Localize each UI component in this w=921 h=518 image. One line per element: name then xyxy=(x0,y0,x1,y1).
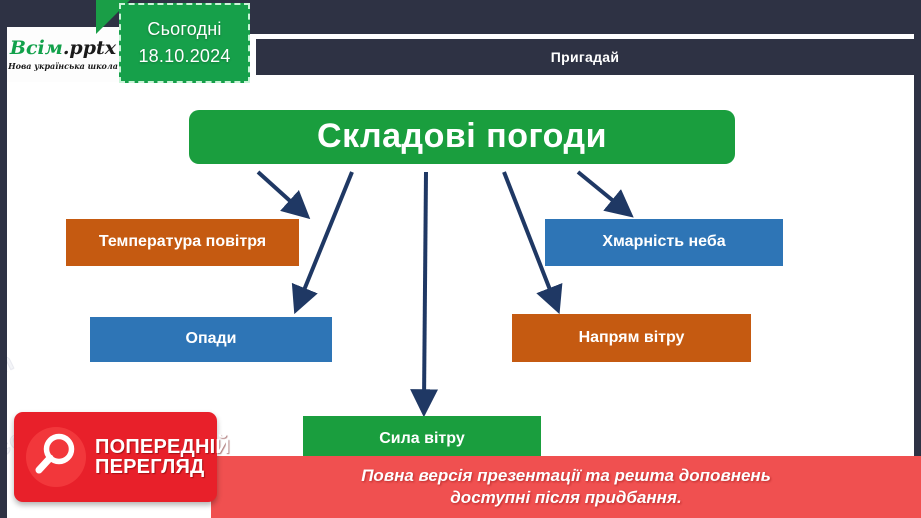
brand-logo-suffix: .pptx xyxy=(62,36,117,59)
diagram-node-temperature: Температура повітря xyxy=(66,219,299,266)
date-badge: Сьогодні 18.10.2024 xyxy=(119,3,250,83)
preview-badge-text: ПОПЕРЕДНІЙ ПЕРЕГЛЯД xyxy=(95,435,230,478)
diagram-node-wind-direction: Напрям вітру xyxy=(512,314,751,362)
preview-badge: ПОПЕРЕДНІЙ ПЕРЕГЛЯД xyxy=(14,412,230,502)
preview-badge-line-1: ПОПЕРЕДНІЙ xyxy=(95,435,230,458)
date-badge-label: Сьогодні xyxy=(147,19,222,39)
brand-logo-subtitle: Нова українська школа xyxy=(8,60,118,71)
node-label-cloudiness: Хмарність неба xyxy=(602,233,726,251)
brand-logo: Всім.pptx Нова українська школа xyxy=(7,27,119,82)
date-badge-value: 18.10.2024 xyxy=(138,46,231,66)
section-header-bar: Пригадай xyxy=(256,39,914,75)
section-header-title: Пригадай xyxy=(550,49,620,65)
magnifier-icon xyxy=(26,427,86,487)
diagram-title-label: Складові погоди xyxy=(317,117,607,156)
purchase-notice-line-1: Повна версія презентації та решта доповн… xyxy=(361,465,771,485)
purchase-notice-line-2: доступні після придбання. xyxy=(450,488,682,507)
preview-badge-line-2: ПЕРЕГЛЯД xyxy=(95,456,205,478)
diagram-node-precipitation: Опади xyxy=(90,317,332,362)
diagram-node-cloudiness: Хмарність неба xyxy=(545,219,783,266)
brand-logo-wordmark: Всім.pptx xyxy=(9,36,117,59)
brand-logo-prefix: Всім xyxy=(9,36,63,59)
node-label-wind-direction: Напрям вітру xyxy=(578,328,685,346)
node-label-wind-force: Сила вітру xyxy=(379,430,465,448)
node-label-temperature: Температура повітря xyxy=(98,233,267,251)
right-frame-bar xyxy=(914,0,921,518)
purchase-notice-banner: Повна версія презентації та решта доповн… xyxy=(211,456,921,518)
left-frame-bar xyxy=(0,0,7,518)
node-label-precipitation: Опади xyxy=(185,330,237,348)
diagram-title-box: Складові погоди xyxy=(189,110,735,164)
diagram-node-wind-force: Сила вітру xyxy=(303,416,541,463)
